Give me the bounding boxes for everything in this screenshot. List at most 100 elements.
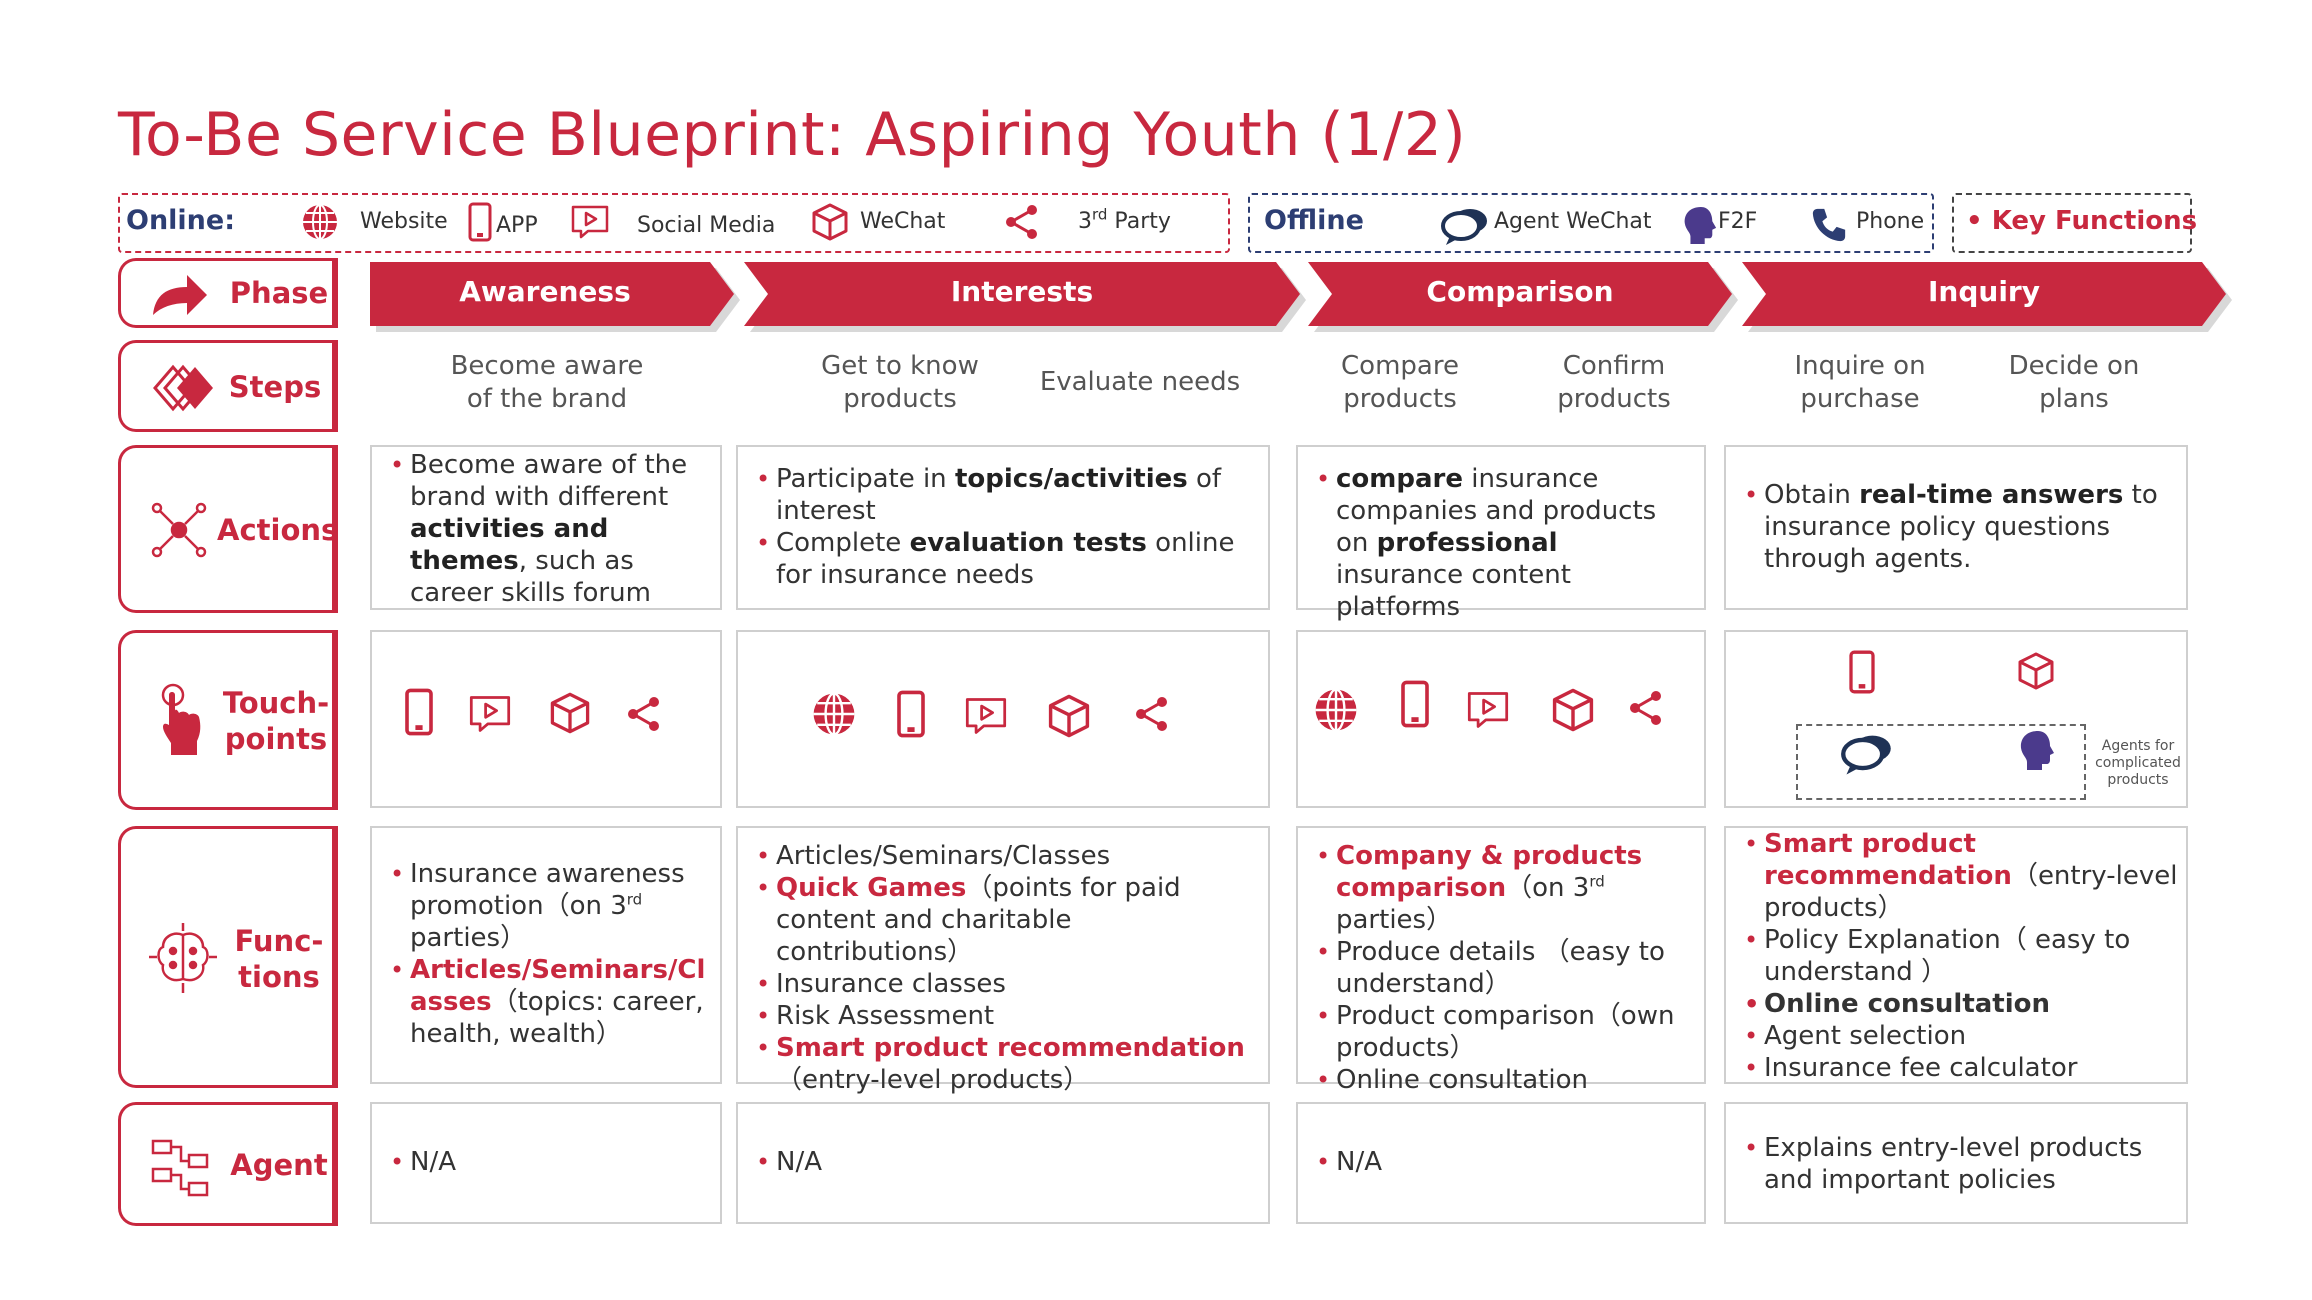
functions-cell-awareness: Insurance awareness promotion（on 3rd par… — [370, 826, 722, 1084]
list-item: compare insurance companies and products… — [1314, 463, 1692, 623]
wechat-icon — [810, 201, 850, 243]
app-icon — [896, 690, 926, 738]
step-evaluate-needs: Evaluate needs — [1039, 367, 1241, 397]
legend-third-party: 3rd Party — [1078, 205, 1171, 234]
wechat-icon — [1046, 692, 1092, 740]
page-title: To-Be Service Blueprint: Aspiring Youth … — [118, 100, 1467, 170]
row-label-touchpoints: Touch- points — [118, 630, 338, 810]
phase-arrow-shape — [744, 262, 1306, 332]
phase-comparison: Comparison — [1308, 262, 1738, 332]
list-item: Insurance classes — [754, 968, 1260, 1000]
share-icon — [1132, 694, 1172, 734]
wechat-icon — [2016, 650, 2056, 692]
wechat-icon — [548, 690, 592, 736]
row-label-agent: Agent — [118, 1102, 338, 1226]
app-icon — [404, 688, 434, 736]
f2f-icon — [2016, 728, 2056, 772]
list-item: Become aware of the brand with different… — [388, 449, 708, 609]
share-icon — [1626, 688, 1666, 728]
list-item: Insurance fee calculator — [1742, 1052, 2178, 1084]
social-media-icon — [1466, 690, 1510, 730]
actions-cell-comparison: compare insurance companies and products… — [1296, 445, 1706, 622]
key-functions-label: • Key Functions — [1966, 206, 2198, 236]
phase-arrow-shape — [1308, 262, 1738, 332]
legend-agent-wechat: Agent WeChat — [1494, 209, 1652, 234]
list-item: Product comparison（own products） — [1314, 1000, 1696, 1064]
agent-cell-inquiry: Explains entry-level products and import… — [1724, 1102, 2188, 1224]
functions-cell-inquiry: Smart product recommendation（entry-level… — [1724, 826, 2188, 1084]
agent-wechat-icon — [1440, 204, 1490, 248]
website-icon — [1312, 686, 1360, 734]
app-icon — [468, 202, 492, 242]
share-icon — [624, 694, 664, 734]
legend-f2f: F2F — [1718, 209, 1758, 234]
offline-agents-box — [1796, 724, 2086, 800]
list-item: Smart product recommendation（entry-level… — [754, 1032, 1260, 1096]
actions-cell-interests: Participate in topics/activities of inte… — [736, 445, 1270, 610]
list-item: Company & products comparison（on 3rd par… — [1314, 840, 1696, 936]
online-legend — [118, 193, 1230, 253]
agent-cell-awareness: N/A — [370, 1102, 722, 1224]
list-item: Online consultation — [1314, 1064, 1696, 1096]
phase-awareness: Awareness — [370, 262, 740, 332]
list-item: N/A — [388, 1146, 708, 1178]
share-icon — [1002, 202, 1042, 242]
list-item: N/A — [1314, 1146, 1692, 1178]
agent-cell-interests: N/A — [736, 1102, 1270, 1224]
brain-circuit-icon — [149, 923, 217, 993]
touch-hand-icon — [161, 683, 201, 755]
row-label-functions: Func- tions — [118, 826, 338, 1088]
phase-inquiry: Inquiry — [1742, 262, 2232, 332]
website-icon — [300, 202, 340, 242]
list-item: Agent selection — [1742, 1020, 2178, 1052]
offline-label: Offline — [1264, 205, 1364, 236]
agent-cell-comparison: N/A — [1296, 1102, 1706, 1224]
list-item: Explains entry-level products and import… — [1742, 1132, 2174, 1196]
phone-icon — [1810, 206, 1848, 244]
actions-cell-inquiry: Obtain real-time answers to insurance po… — [1724, 445, 2188, 610]
touchpoints-cell-awareness — [370, 630, 722, 808]
social-media-icon — [570, 204, 610, 240]
actions-cell-awareness: Become aware of the brand with different… — [370, 445, 722, 610]
list-item: Quick Games（points for paid content and … — [754, 872, 1260, 968]
list-item: Produce details （easy to understand） — [1314, 936, 1696, 1000]
touchpoints-cell-comparison — [1296, 630, 1706, 808]
app-icon — [1400, 680, 1430, 728]
functions-cell-interests: Articles/Seminars/Classes Quick Games（po… — [736, 826, 1270, 1095]
key-functions-legend — [1952, 193, 2192, 253]
steps-diamond-icon — [153, 364, 213, 412]
list-item: Insurance awareness promotion（on 3rd par… — [388, 858, 708, 954]
legend-phone: Phone — [1856, 209, 1925, 234]
phase-arrow-shape — [370, 262, 740, 332]
app-icon — [1848, 650, 1876, 694]
offline-legend — [1248, 193, 1934, 253]
f2f-icon — [1680, 204, 1718, 246]
social-media-icon — [468, 694, 512, 734]
list-item: Participate in topics/activities of inte… — [754, 463, 1256, 527]
touchpoints-cell-inquiry: Agents for complicated products — [1724, 630, 2188, 808]
list-item: Obtain real-time answers to insurance po… — [1742, 479, 2174, 575]
legend-wechat: WeChat — [860, 209, 946, 234]
wechat-icon — [1550, 686, 1596, 734]
row-label-steps: Steps — [118, 340, 338, 432]
online-label: Online: — [126, 205, 236, 236]
phase-arrow-icon — [153, 275, 207, 315]
list-item: N/A — [754, 1146, 1256, 1178]
touchpoints-cell-interests — [736, 630, 1270, 808]
agent-wechat-icon — [1840, 730, 1894, 778]
phase-interests: Interests — [744, 262, 1306, 332]
list-item: Complete evaluation tests online for ins… — [754, 527, 1256, 591]
list-item: Smart product recommendation（entry-level… — [1742, 828, 2178, 924]
row-label-phase: Phase — [118, 258, 338, 328]
list-item: Articles/Seminars/Classes（topics: career… — [388, 954, 708, 1050]
website-icon — [810, 690, 858, 738]
phase-arrow-shape — [1742, 262, 2232, 332]
social-media-icon — [964, 696, 1008, 736]
legend-app: APP — [496, 213, 538, 238]
